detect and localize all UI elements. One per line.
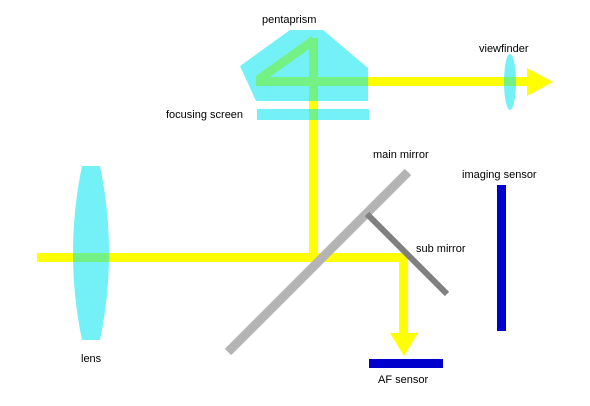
lens-shape bbox=[73, 166, 109, 340]
viewfinder-eyepiece-shape bbox=[504, 54, 516, 110]
pentaprism-shape bbox=[240, 30, 368, 101]
viewfinder-arrow-head bbox=[527, 68, 553, 96]
main-mirror-shape bbox=[224, 168, 412, 356]
focusing-screen-shape bbox=[257, 109, 369, 120]
light-beam-vertical-up bbox=[309, 38, 318, 258]
main-mirror-label: main mirror bbox=[373, 149, 429, 161]
af-arrow-head bbox=[390, 333, 418, 356]
sub-mirror-shape bbox=[364, 211, 450, 297]
af-sensor-shape bbox=[369, 359, 443, 368]
pentaprism-label: pentaprism bbox=[262, 14, 316, 26]
imaging-sensor-shape bbox=[497, 185, 506, 331]
sub-mirror-label: sub mirror bbox=[416, 243, 466, 255]
light-beam-viewfinder bbox=[256, 77, 529, 86]
viewfinder-label: viewfinder bbox=[479, 43, 529, 55]
glass-elements bbox=[73, 30, 516, 340]
lens-label: lens bbox=[81, 353, 102, 365]
light-beam-vertical-af bbox=[399, 258, 408, 336]
imaging-sensor-label: imaging sensor bbox=[462, 169, 537, 181]
af-sensor-label: AF sensor bbox=[378, 374, 428, 386]
light-beam-horizontal-main bbox=[37, 253, 407, 262]
focusing-screen-label: focusing screen bbox=[166, 109, 243, 121]
